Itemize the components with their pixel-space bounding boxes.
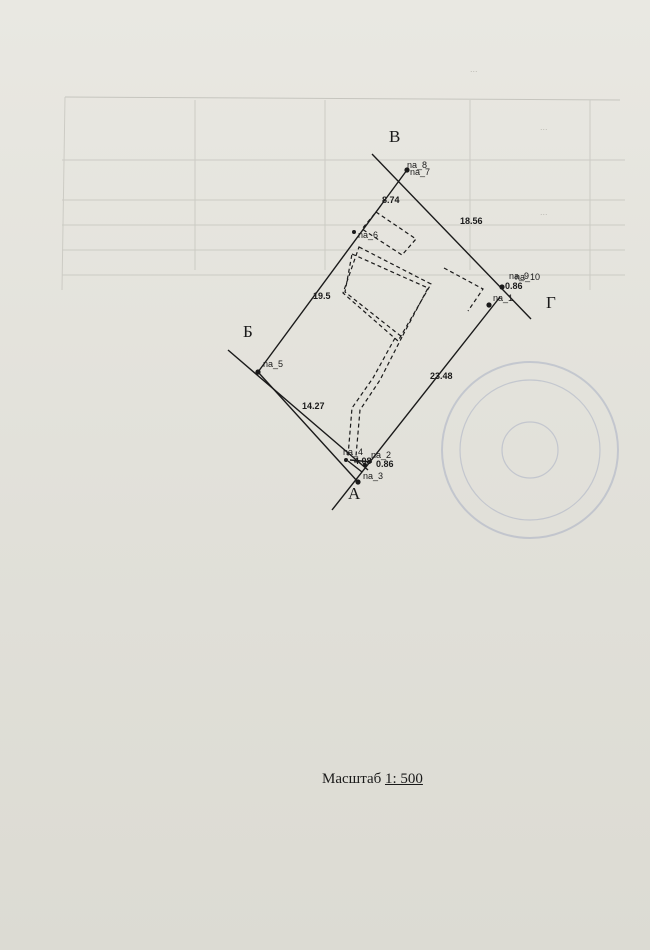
point-label-6: na_6 <box>358 230 378 240</box>
point-label-10: na_10 <box>515 272 540 282</box>
point-label-1: na_1 <box>493 293 513 303</box>
point-label-4: na_4 <box>343 447 363 457</box>
table-header: ... <box>540 122 548 132</box>
vertex-10 <box>499 284 505 290</box>
building-house <box>342 246 432 342</box>
vertex-5 <box>255 369 261 375</box>
dimension-top: 8.74 <box>382 195 400 205</box>
point-label-2: na_2 <box>371 450 391 460</box>
vertex-1 <box>486 302 492 308</box>
dimension-left-upper: 19.5 <box>313 291 331 301</box>
plot-outline <box>257 371 373 483</box>
table-header: ... <box>540 207 548 217</box>
point-label-5: na_5 <box>263 359 283 369</box>
dimension-left-lower: 14.27 <box>302 401 325 411</box>
building-shed <box>443 267 484 312</box>
dimension-small-b: 0.86 <box>376 459 394 469</box>
line-a-g <box>331 296 501 511</box>
dimension-right-top: 18.56 <box>460 216 483 226</box>
direction-label-g: Г <box>546 293 556 312</box>
line-b-a <box>227 349 369 471</box>
reverse-side-table: ... ... ... <box>61 64 625 291</box>
boundary-lines <box>227 153 532 511</box>
direction-label-b: Б <box>243 322 253 341</box>
stamp-seal <box>441 361 619 539</box>
table-caption: ... <box>470 64 478 74</box>
vertex-6 <box>352 230 356 234</box>
plot-vertices <box>255 167 505 485</box>
line-b-v <box>257 169 408 373</box>
dimension-small-a: 4.08 <box>354 456 372 466</box>
dimension-small-c: 0.86 <box>505 281 523 291</box>
point-label-3: na_3 <box>363 471 383 481</box>
building-contours <box>342 211 484 457</box>
point-label-9: na_9 <box>509 271 529 281</box>
point-label-8: na_8 <box>407 160 427 170</box>
direction-label-a: А <box>348 484 361 503</box>
scale-value: 1: 500 <box>384 771 423 787</box>
point-label-7: na_7 <box>410 167 430 177</box>
vertex-4 <box>344 458 348 462</box>
passage-line <box>355 336 403 457</box>
vertex-7 <box>404 167 410 173</box>
scale-caption: Масштаб 1: 500 <box>322 771 423 788</box>
scale-label: Масштаб <box>322 771 382 787</box>
direction-label-v: В <box>389 127 400 146</box>
passage-line <box>347 337 396 457</box>
building-house-inner <box>344 253 429 338</box>
vertex-3 <box>355 479 361 485</box>
dimension-right: 23.48 <box>430 371 453 381</box>
vertex-2 <box>363 463 367 467</box>
